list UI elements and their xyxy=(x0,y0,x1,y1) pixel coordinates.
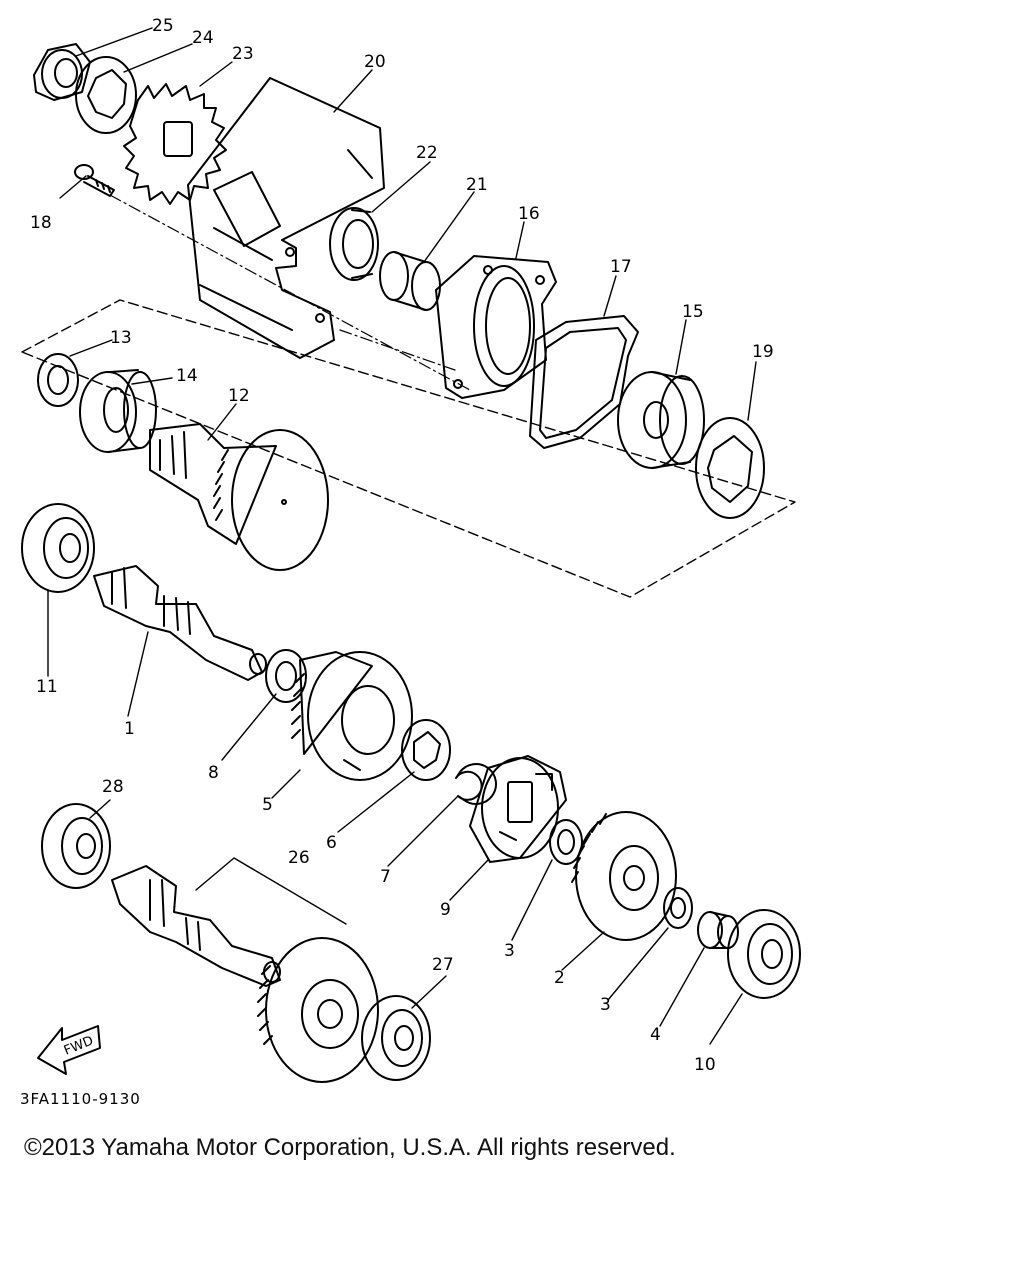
label-2: 2 xyxy=(554,968,565,988)
part-13-washer xyxy=(38,354,78,406)
label-7: 7 xyxy=(380,867,391,887)
part-28-bearing xyxy=(42,804,110,888)
part-1-main-shaft xyxy=(94,566,266,680)
label-23: 23 xyxy=(232,44,254,64)
part-9-dog-clutch xyxy=(470,756,566,862)
copyright-notice: ©2013 Yamaha Motor Corporation, U.S.A. A… xyxy=(24,1134,676,1161)
exploded-parts-diagram: FWD 25 24 23 20 22 21 16 17 15 19 18 13 … xyxy=(20,16,1024,1108)
part-6-washer xyxy=(402,720,450,780)
label-17: 17 xyxy=(610,257,632,277)
part-23-drive-sprocket xyxy=(124,84,226,204)
part-14-needle-bearing xyxy=(80,370,156,452)
label-4: 4 xyxy=(650,1025,661,1045)
label-28: 28 xyxy=(102,777,124,797)
part-12-shaft-gear xyxy=(150,424,328,570)
axis-line xyxy=(109,194,471,391)
part-8-washer xyxy=(266,650,306,702)
assembly-outline xyxy=(21,299,796,598)
part-3-washer-a xyxy=(550,820,582,864)
label-6: 6 xyxy=(326,833,337,853)
part-7-circlip xyxy=(456,764,496,804)
fwd-arrow: FWD xyxy=(37,1025,101,1075)
label-3a: 3 xyxy=(504,941,515,961)
label-22: 22 xyxy=(416,143,438,163)
part-19-ring xyxy=(696,418,764,518)
part-20-sprocket-cover xyxy=(188,78,384,358)
label-21: 21 xyxy=(466,175,488,195)
part-4-collar xyxy=(698,912,738,948)
part-15-bearing xyxy=(618,372,704,468)
label-19: 19 xyxy=(752,342,774,362)
drawing-code: 3FA1110-9130 xyxy=(20,1090,141,1108)
part-18-bolt xyxy=(75,165,114,196)
label-10: 10 xyxy=(694,1055,716,1075)
label-26: 26 xyxy=(288,848,310,868)
part-17-gasket xyxy=(530,316,638,448)
label-11: 11 xyxy=(36,677,58,697)
label-12: 12 xyxy=(228,386,250,406)
label-16: 16 xyxy=(518,204,540,224)
part-10-bearing xyxy=(728,910,800,998)
label-13: 13 xyxy=(110,328,132,348)
label-1: 1 xyxy=(124,719,135,739)
label-5: 5 xyxy=(262,795,273,815)
part-3-washer-b xyxy=(664,888,692,928)
label-20: 20 xyxy=(364,52,386,72)
part-24-lock-washer xyxy=(76,57,136,133)
part-2-gear xyxy=(572,812,676,940)
label-9: 9 xyxy=(440,900,451,920)
part-5-gear xyxy=(292,652,412,780)
label-15: 15 xyxy=(682,302,704,322)
part-21-collar xyxy=(380,252,440,310)
label-25: 25 xyxy=(152,16,174,36)
label-3b: 3 xyxy=(600,995,611,1015)
part-16-bearing-housing xyxy=(436,256,556,398)
part-11-bearing xyxy=(22,504,94,592)
part-27-bearing xyxy=(362,996,430,1080)
axis-line xyxy=(339,329,456,371)
label-14: 14 xyxy=(176,366,198,386)
label-18: 18 xyxy=(30,213,52,233)
label-8: 8 xyxy=(208,763,219,783)
label-27: 27 xyxy=(432,955,454,975)
leader-lines xyxy=(47,27,757,1045)
part-26-axle-gear xyxy=(112,866,378,1082)
label-24: 24 xyxy=(192,28,214,48)
part-22-oil-seal xyxy=(330,208,378,280)
